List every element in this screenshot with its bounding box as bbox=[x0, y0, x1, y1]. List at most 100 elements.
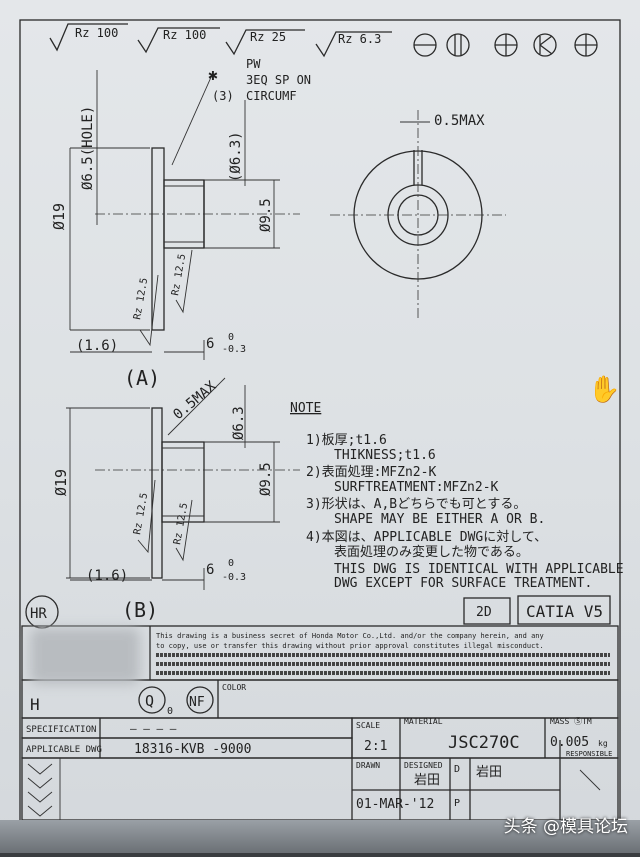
note-title: NOTE bbox=[290, 401, 321, 416]
view-a-inner-dim: (Ø6.3) bbox=[228, 131, 244, 182]
d-label: D bbox=[454, 764, 460, 775]
designed-label: DESIGNED bbox=[404, 761, 443, 770]
scale-label: SCALE bbox=[356, 721, 380, 730]
surface-symbol-4 bbox=[315, 31, 392, 58]
view-b-tol-bot: -0.3 bbox=[222, 572, 246, 583]
secret-line-2: to copy, use or transfer this drawing wi… bbox=[156, 642, 544, 650]
screen-bottom-bar bbox=[0, 820, 640, 853]
h-mark: H bbox=[30, 695, 40, 714]
material-label: MATERIAL bbox=[404, 717, 443, 726]
view-a-shaft-dim: Ø9.5 bbox=[258, 198, 274, 232]
view-b-gap-dim: 0.5MAX bbox=[170, 378, 219, 423]
view-b-outer-dim: Ø19 bbox=[52, 469, 70, 496]
responsible-label: RESPONSIBLE bbox=[566, 750, 612, 758]
mass-unit: kg bbox=[598, 739, 608, 748]
view-a-label: (A) bbox=[124, 366, 160, 390]
revision-chevrons bbox=[27, 758, 61, 820]
scale-value: 2:1 bbox=[364, 739, 387, 754]
view-a-rz-2: Rz 12.5 bbox=[170, 253, 188, 296]
view-b-tol-top: 0 bbox=[228, 558, 234, 569]
note-3-jp: 3)形状は、A,Bどちらでも可とする。 bbox=[306, 497, 526, 512]
view-b-label: (B) bbox=[122, 598, 158, 622]
view-b-flange-thk: (1.6) bbox=[86, 568, 128, 584]
view-a-pw-line3: CIRCUMF bbox=[246, 89, 297, 103]
surface-rz-2: Rz 100 bbox=[163, 28, 206, 42]
note-4-jp-line2: 表面処理のみ変更した物である。 bbox=[334, 544, 529, 560]
hand-cursor-icon: ✋ bbox=[588, 374, 620, 405]
view-a-pw-num: (3) bbox=[212, 89, 234, 103]
note-2-jp: 2)表面処理:MFZn2-K bbox=[306, 465, 436, 480]
view-a-pw-label: PW bbox=[246, 57, 261, 71]
surface-symbol-row: Rz 100 Rz 100 Rz 25 Rz 6.3 bbox=[49, 23, 598, 58]
view-a-flange bbox=[151, 147, 165, 331]
cad-box bbox=[517, 595, 611, 625]
q-sub: 0 bbox=[167, 706, 173, 717]
d-value: 岩田 bbox=[476, 765, 502, 780]
end-view-gap-dim: 0.5MAX bbox=[434, 113, 485, 129]
view-b-inner-dim: Ø6.3 bbox=[231, 406, 247, 440]
mass-value: 0.005 bbox=[550, 735, 589, 750]
circle-symbol-5 bbox=[574, 33, 598, 57]
circle-symbol-3 bbox=[494, 33, 518, 57]
note-1-jp: 1)板厚;t1.6 bbox=[306, 433, 387, 448]
end-view: 0.5MAX bbox=[330, 110, 506, 320]
view-a-weld-mark: ✱ bbox=[208, 65, 218, 84]
surface-rz-1: Rz 100 bbox=[75, 26, 118, 40]
color-label: COLOR bbox=[222, 683, 246, 692]
circle-symbol-1 bbox=[413, 33, 437, 57]
view-a-tol-top: 0 bbox=[228, 332, 234, 343]
cad-label: CATIA V5 bbox=[526, 602, 603, 621]
view-a-length: 6 bbox=[206, 336, 214, 352]
view-b-rz-2: Rz 12.5 bbox=[172, 502, 190, 545]
q-mark: Q bbox=[145, 692, 154, 710]
note-2-en: SURFTREATMENT:MFZn2-K bbox=[334, 480, 499, 495]
hr-mark: HR bbox=[30, 606, 47, 622]
title-block: HR 2D CATIA V5 This drawing is a busines… bbox=[21, 595, 619, 821]
surface-symbol-3 bbox=[225, 29, 305, 56]
secret-jp-lines bbox=[156, 653, 610, 675]
spec-label: SPECIFICATION bbox=[26, 725, 96, 735]
sheet-border bbox=[19, 19, 621, 831]
view-a: Ø19 Ø6.5(HOLE) (Ø6.3) Ø9.5 ✱ PW 3EQ SP O… bbox=[50, 57, 311, 390]
mass-label: MASS ⓈTM bbox=[550, 717, 592, 726]
note-block: NOTE 1)板厚;t1.6 THIKNESS;t1.6 2)表面処理:MFZn… bbox=[290, 401, 624, 591]
surface-rz-4: Rz 6.3 bbox=[338, 32, 381, 46]
view-a-flange-thk: (1.6) bbox=[76, 338, 118, 354]
surface-rz-3: Rz 25 bbox=[250, 30, 286, 44]
watermark: 头条 @模具论坛 bbox=[503, 817, 628, 837]
view-b-shaft bbox=[161, 441, 205, 523]
view-b-rz-1: Rz 12.5 bbox=[132, 492, 150, 535]
view-a-hole-dim: Ø6.5(HOLE) bbox=[80, 106, 96, 190]
dim-type: 2D bbox=[476, 605, 492, 620]
dim-type-box bbox=[463, 597, 511, 625]
circle-symbol-2 bbox=[446, 33, 470, 57]
nf-mark: NF bbox=[189, 695, 205, 710]
note-4-jp: 4)本図は、APPLICABLE DWGに対して、 bbox=[306, 530, 547, 545]
secret-line-1: This drawing is a business secret of Hon… bbox=[156, 632, 544, 640]
surface-symbol-2 bbox=[137, 27, 220, 54]
view-a-tol-bot: -0.3 bbox=[222, 344, 246, 355]
p-label: P bbox=[454, 798, 460, 809]
spec-dashes: — — — — bbox=[130, 722, 177, 735]
view-b-shaft-dim: Ø9.5 bbox=[258, 462, 274, 496]
note-1-en: THIKNESS;t1.6 bbox=[334, 448, 436, 463]
material-value: JSC270C bbox=[448, 733, 520, 753]
date-value: 01-MAR-'12 bbox=[356, 797, 434, 812]
blurred-stamp bbox=[30, 628, 140, 684]
note-4-en-line2: DWG EXCEPT FOR SURFACE TREATMENT. bbox=[334, 576, 592, 591]
view-b-length: 6 bbox=[206, 562, 214, 578]
circle-symbol-4 bbox=[533, 33, 557, 57]
surface-symbol-1 bbox=[49, 23, 128, 52]
view-a-rz-1: Rz 12.5 bbox=[132, 277, 150, 320]
applicable-label: APPLICABLE DWG bbox=[26, 745, 102, 755]
note-4-en-line1: THIS DWG IS IDENTICAL WITH APPLICABLE bbox=[334, 562, 624, 577]
applicable-value: 18316-KVB -9000 bbox=[134, 742, 251, 757]
note-3-en: SHAPE MAY BE EITHER A OR B. bbox=[334, 512, 545, 527]
designed-value: 岩田 bbox=[414, 773, 440, 788]
drawn-label: DRAWN bbox=[356, 761, 380, 770]
view-b: Ø19 0.5MAX Ø6.3 Ø9.5 Rz 12.5 Rz 12.5 (1.… bbox=[52, 377, 300, 622]
view-a-outer-dim: Ø19 bbox=[50, 203, 68, 230]
